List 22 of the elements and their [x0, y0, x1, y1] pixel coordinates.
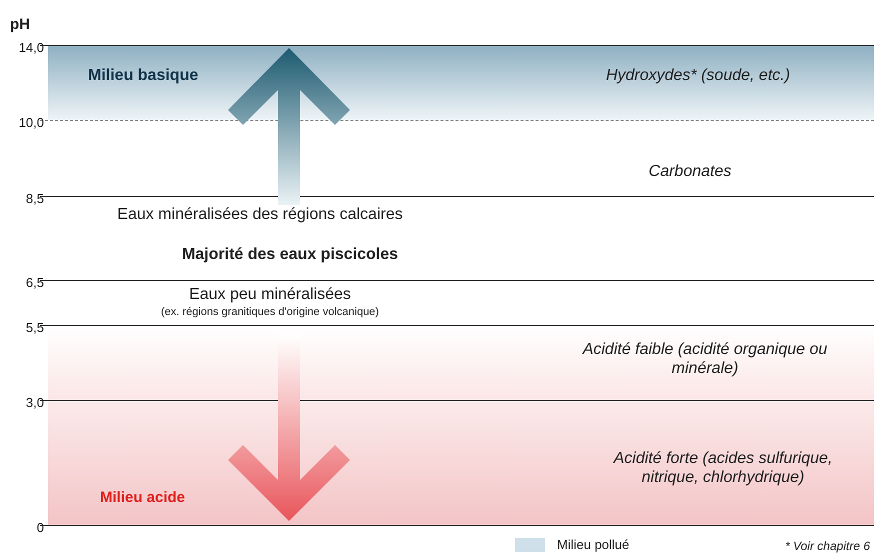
zone-title: Milieu basique — [88, 66, 198, 86]
tick-label: 10,0 — [18, 114, 44, 132]
tick-label: 8,5 — [24, 190, 44, 208]
footnote: * Voir chapitre 6 — [784, 538, 870, 555]
zone-description: Acidité faible (acidité organique ou minérale) — [581, 340, 828, 378]
zone-description: Majorité des eaux piscicoles — [180, 245, 400, 265]
tick-label: 0 — [36, 519, 44, 537]
zone-description: Eaux peu minéralisées — [188, 285, 352, 305]
zone-title: Milieu acide — [100, 488, 186, 508]
zone-band — [48, 46, 874, 120]
tick-label: 3,0 — [24, 394, 44, 412]
tick-label: 14,0 — [18, 39, 44, 57]
tick-label: 5,5 — [24, 319, 44, 337]
zone-description: Hydroxydes* (soude, etc.) — [604, 66, 792, 86]
zone-description: Carbonates — [648, 162, 732, 182]
zone-description: Acidité forte (acides sulfurique, nitrique, chlorhydrique) — [612, 449, 834, 488]
legend-text: Milieu pollué — [557, 536, 630, 554]
tick-label: 6,5 — [24, 274, 44, 292]
zone-note: (ex. régions granitiques d'origine volcanique) — [160, 305, 380, 320]
zone-band — [48, 401, 874, 525]
axis-title: pH — [10, 15, 31, 35]
zone-description: Eaux minéralisées des régions calcaires — [116, 205, 404, 225]
